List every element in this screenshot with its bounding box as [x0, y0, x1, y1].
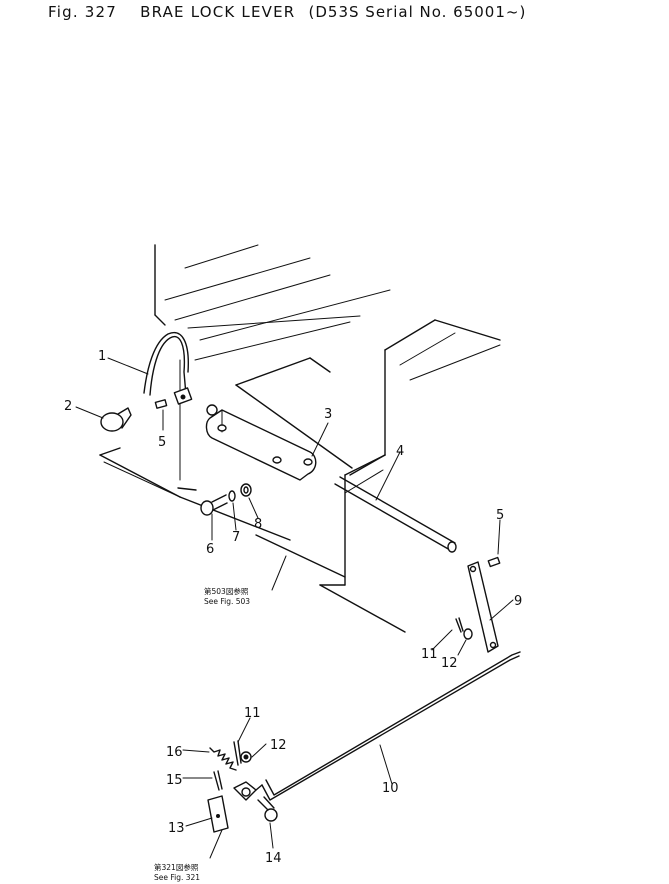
part-pin-upper: [154, 399, 168, 409]
callout-labels: 1 2 3 4 5 5 6 7 8 9 10 11 11 12 12 13 14…: [64, 349, 522, 866]
part-bolt: [200, 494, 228, 516]
part-knob: [100, 407, 132, 432]
reference-fig-503: See Fig. 503: [204, 597, 250, 606]
callout-4: 4: [396, 444, 404, 459]
reference-fig-321: See Fig. 321: [154, 873, 200, 882]
part-spring: [209, 747, 237, 771]
callout-15: 15: [166, 773, 183, 788]
part-cotter-pin-right: [455, 617, 464, 633]
callout-8: 8: [254, 517, 262, 532]
callout-1: 1: [98, 349, 106, 364]
callout-3: 3: [324, 407, 332, 422]
part-shaft: [334, 476, 457, 553]
part-washer-right: [463, 628, 473, 640]
part-bracket: [205, 404, 317, 481]
callout-6: 6: [206, 542, 214, 557]
callout-10: 10: [382, 781, 399, 796]
part-washer: [240, 483, 252, 497]
part-bracket-lower: [207, 795, 229, 833]
callout-11b: 11: [244, 706, 261, 721]
figure-name: BRAE LOCK LEVER: [140, 3, 296, 21]
figure-number: Fig. 327: [48, 3, 117, 21]
reference-fig-503-code: 第503図参照: [204, 586, 249, 596]
part-pin-right: [487, 556, 501, 568]
part-lock-washer: [228, 490, 236, 502]
callout-14: 14: [265, 851, 282, 866]
part-lever: [143, 331, 193, 405]
callout-11a: 11: [421, 647, 438, 662]
frame-outline: [99, 244, 501, 633]
callout-12a: 12: [441, 656, 458, 671]
leader-lines: [75, 357, 514, 859]
part-long-rod: [261, 651, 521, 801]
part-link-plate: [467, 561, 499, 653]
callout-13: 13: [168, 821, 185, 836]
callout-16: 16: [166, 745, 183, 760]
part-small-pin: [213, 770, 223, 791]
part-bolt-lower: [257, 796, 278, 822]
reference-fig-321-code: 第321図参照: [154, 862, 199, 872]
reference-notes: 第503図参照 See Fig. 503 第321図参照 See Fig. 32…: [154, 586, 250, 882]
callout-5a: 5: [158, 435, 166, 450]
figure-title: Fig. 327 BRAE LOCK LEVER (D53S Serial No…: [48, 2, 526, 24]
callout-7: 7: [232, 530, 240, 545]
callout-12b: 12: [270, 738, 287, 753]
callout-5b: 5: [496, 508, 504, 523]
part-washer-lower: [240, 751, 252, 763]
part-clevis: [233, 781, 263, 801]
callout-9: 9: [514, 594, 522, 609]
callout-2: 2: [64, 399, 72, 414]
part-cotter-pin-lower: [233, 740, 242, 766]
figure-serial: (D53S Serial No. 65001~): [308, 3, 527, 21]
